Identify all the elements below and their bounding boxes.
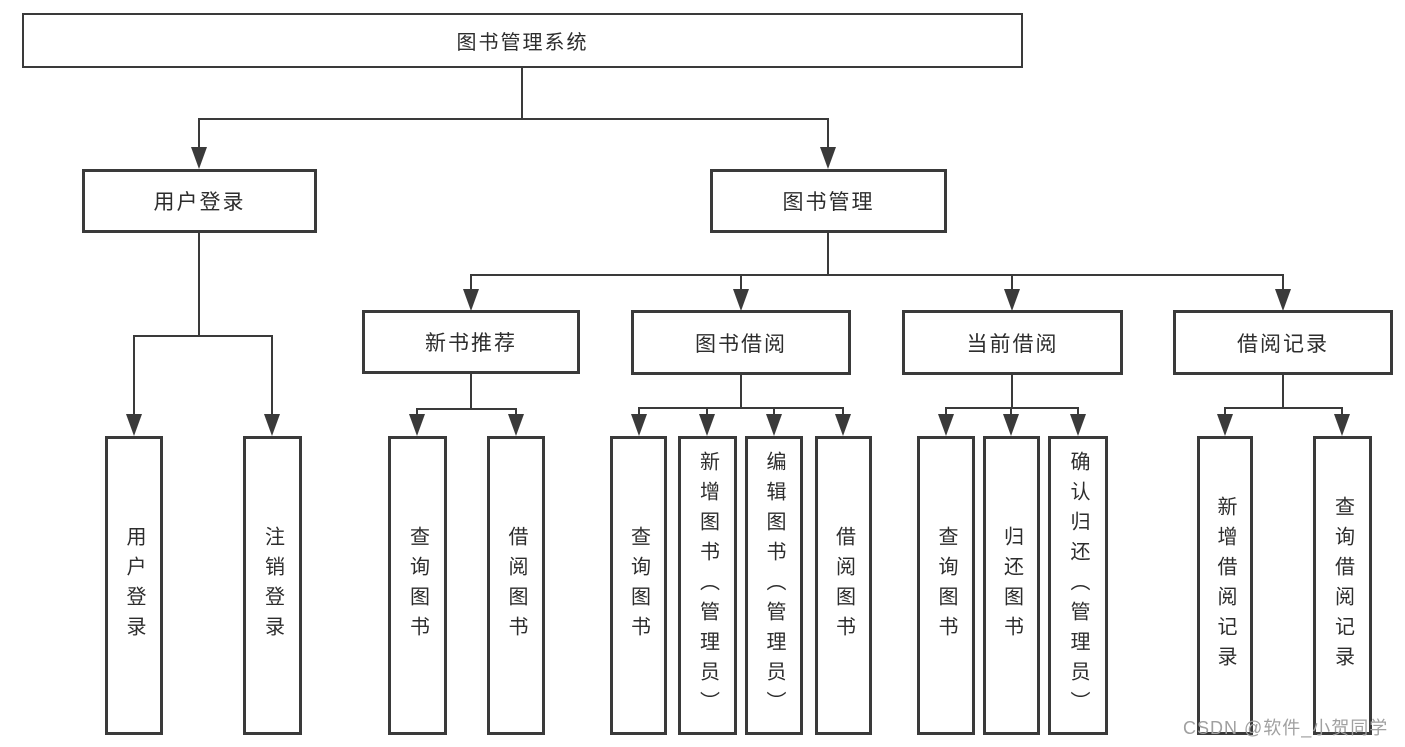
connector-line (740, 375, 742, 407)
node-book-management: 图书管理 (710, 169, 947, 233)
connector-line (945, 407, 947, 416)
connector-line (706, 407, 708, 416)
connector-line (638, 407, 640, 416)
arrowhead-down-icon (1003, 414, 1019, 436)
node-book-borrowing: 图书借阅 (631, 310, 851, 375)
leaf-query-borrow-record-label: 查询借阅记录 (1331, 495, 1354, 676)
connector-line (416, 408, 418, 416)
connector-line (1282, 274, 1284, 291)
arrowhead-down-icon (191, 147, 207, 169)
leaf-edit-books-admin-label: 编辑图书（管理员） (763, 450, 785, 721)
connector-line (638, 407, 843, 409)
arrowhead-down-icon (1217, 414, 1233, 436)
connector-line (1077, 407, 1079, 416)
leaf-return-books-label: 归还图书 (1000, 525, 1023, 646)
connector-line (470, 374, 472, 408)
connector-line (1224, 407, 1226, 416)
connector-line (470, 274, 1283, 276)
connector-line (133, 335, 273, 337)
leaf-query-books-borrowing: 查询图书 (610, 436, 667, 735)
connector-line (1011, 375, 1013, 407)
arrowhead-down-icon (835, 414, 851, 436)
node-user-login: 用户登录 (82, 169, 317, 233)
connector-line (773, 407, 775, 416)
connector-line (1224, 407, 1342, 409)
leaf-borrow-books: 借阅图书 (815, 436, 872, 735)
leaf-query-borrow-record: 查询借阅记录 (1313, 436, 1372, 735)
node-new-book-recommend-label: 新书推荐 (425, 332, 517, 355)
leaf-confirm-return-admin-label: 确认归还（管理员） (1067, 450, 1089, 721)
leaf-user-login: 用户登录 (105, 436, 163, 735)
leaf-logout: 注销登录 (243, 436, 302, 735)
connector-line (521, 68, 523, 118)
leaf-borrow-books-label: 借阅图书 (832, 525, 855, 646)
arrowhead-down-icon (766, 414, 782, 436)
arrowhead-down-icon (733, 289, 749, 311)
leaf-add-books-admin: 新增图书（管理员） (678, 436, 737, 735)
leaf-edit-books-admin: 编辑图书（管理员） (745, 436, 803, 735)
leaf-query-books-current-label: 查询图书 (935, 525, 957, 646)
watermark-text: CSDN @软件_小贺同学 (1183, 718, 1389, 738)
arrowhead-down-icon (820, 147, 836, 169)
connector-line (416, 408, 516, 410)
arrowhead-down-icon (264, 414, 280, 436)
leaf-query-books-recommend: 查询图书 (388, 436, 447, 735)
arrowhead-down-icon (126, 414, 142, 436)
leaf-logout-label: 注销登录 (261, 525, 284, 646)
node-book-borrowing-label: 图书借阅 (695, 332, 787, 356)
arrowhead-down-icon (631, 414, 647, 436)
node-user-login-label: 用户登录 (153, 191, 246, 214)
node-root: 图书管理系统 (22, 13, 1023, 68)
leaf-query-books-current: 查询图书 (917, 436, 975, 735)
leaf-add-books-admin-label: 新增图书（管理员） (696, 450, 719, 721)
leaf-user-login-label: 用户登录 (123, 525, 145, 646)
arrowhead-down-icon (409, 414, 425, 436)
arrowhead-down-icon (1004, 289, 1020, 311)
node-current-borrowing-label: 当前借阅 (966, 332, 1059, 356)
leaf-borrow-books-recommend-label: 借阅图书 (505, 525, 527, 646)
node-borrowing-records-label: 借阅记录 (1237, 332, 1329, 356)
node-book-management-label: 图书管理 (782, 191, 875, 214)
connector-line (271, 335, 273, 416)
node-root-label: 图书管理系统 (456, 32, 589, 54)
connector-line (1010, 407, 1012, 416)
arrowhead-down-icon (1275, 289, 1291, 311)
connector-line (827, 118, 829, 149)
leaf-return-books: 归还图书 (983, 436, 1040, 735)
leaf-query-books-borrowing-label: 查询图书 (627, 525, 650, 646)
connector-line (515, 408, 517, 416)
connector-line (1282, 375, 1284, 407)
leaf-borrow-books-recommend: 借阅图书 (487, 436, 545, 735)
connector-line (198, 233, 200, 335)
connector-line (198, 118, 200, 149)
connector-line (827, 233, 829, 274)
leaf-add-borrow-record: 新增借阅记录 (1197, 436, 1253, 735)
connector-line (842, 407, 844, 416)
arrowhead-down-icon (1070, 414, 1086, 436)
connector-line (1011, 274, 1013, 291)
connector-line (199, 118, 829, 120)
arrowhead-down-icon (938, 414, 954, 436)
leaf-add-borrow-record-label: 新增借阅记录 (1214, 495, 1236, 676)
node-new-book-recommend: 新书推荐 (362, 310, 580, 374)
leaf-query-books-recommend-label: 查询图书 (406, 525, 429, 646)
arrowhead-down-icon (508, 414, 524, 436)
connector-line (470, 274, 472, 291)
connector-line (1341, 407, 1343, 416)
connector-line (740, 274, 742, 291)
arrowhead-down-icon (1334, 414, 1350, 436)
leaf-confirm-return-admin: 确认归还（管理员） (1048, 436, 1108, 735)
arrowhead-down-icon (699, 414, 715, 436)
node-borrowing-records: 借阅记录 (1173, 310, 1393, 375)
node-current-borrowing: 当前借阅 (902, 310, 1123, 375)
arrowhead-down-icon (463, 289, 479, 311)
connector-line (133, 335, 135, 416)
